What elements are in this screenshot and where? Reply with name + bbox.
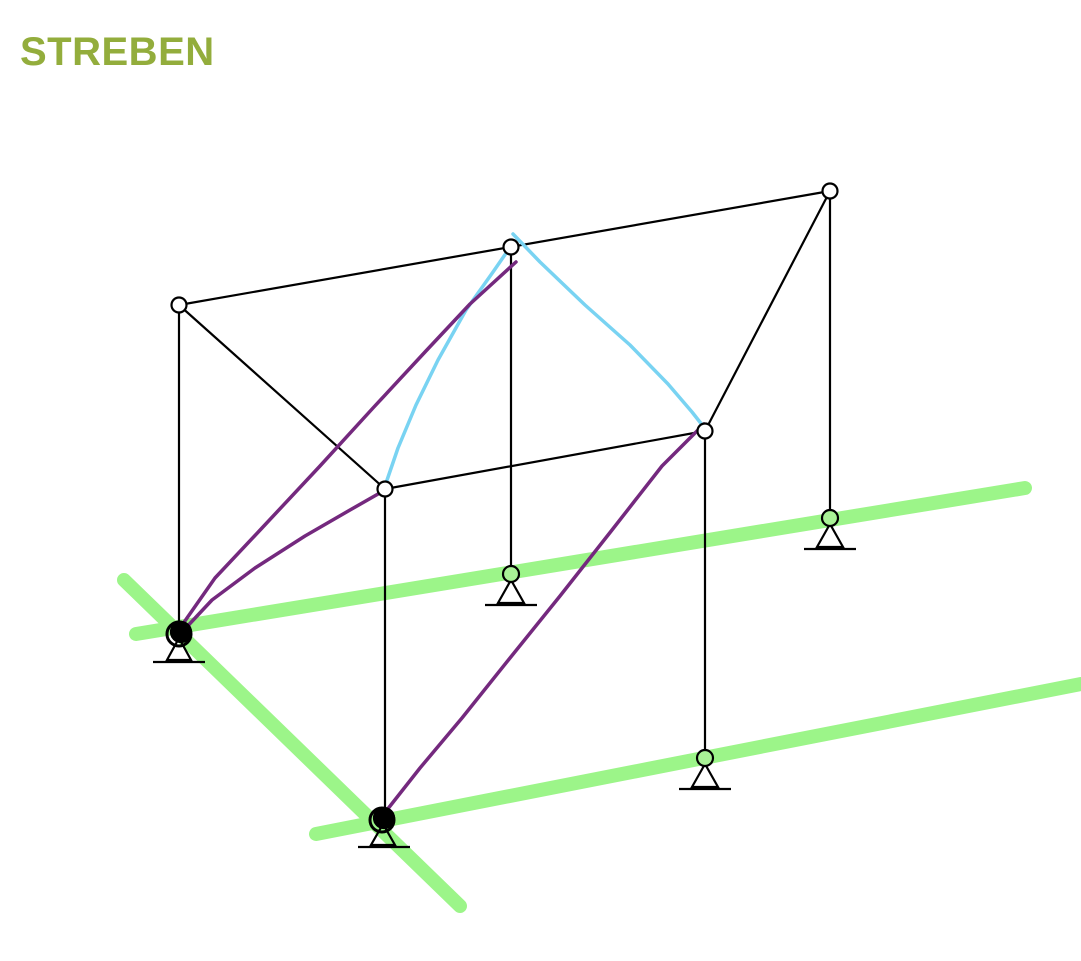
hinge-back-right [821, 182, 839, 200]
frame-columns [177, 197, 832, 815]
supports-green [485, 508, 856, 791]
support-triangle [690, 761, 720, 789]
bracing-top [383, 232, 705, 488]
hinge-front-left [376, 480, 394, 498]
bracing-diagonal-long [178, 260, 518, 630]
frame-joints [170, 182, 839, 498]
support-pin [695, 748, 715, 768]
beam-right [704, 190, 831, 432]
bracing-top-right [511, 232, 705, 428]
support-triangle [369, 821, 397, 847]
hinge-back-middle [502, 238, 520, 256]
support-pin [501, 564, 521, 584]
beam-front [384, 429, 706, 491]
bracing-diagonal-short [180, 488, 387, 634]
support-back-right [804, 508, 856, 551]
support-node-ring [165, 620, 193, 648]
support-pin [820, 508, 840, 528]
support-node-ring [368, 806, 396, 834]
support-triangle [815, 521, 845, 549]
frame-beams [178, 189, 831, 491]
beam-left [178, 304, 386, 490]
bracing-diagonals [178, 260, 706, 817]
supports-black [153, 620, 410, 849]
support-triangle [165, 635, 193, 662]
support-triangle [496, 577, 526, 605]
ground-line-back [129, 481, 1032, 641]
support-front-right [679, 748, 731, 791]
support-back-middle [485, 564, 537, 607]
ground-lines [117, 481, 1081, 913]
bracing-top-left [383, 244, 513, 488]
page-title: STREBEN [20, 30, 215, 74]
support-back-left [153, 620, 205, 664]
hinge-front-right [696, 422, 714, 440]
bracing-diagonal-front [381, 422, 706, 817]
hinge-back-left [170, 296, 188, 314]
support-front-left [358, 806, 410, 849]
